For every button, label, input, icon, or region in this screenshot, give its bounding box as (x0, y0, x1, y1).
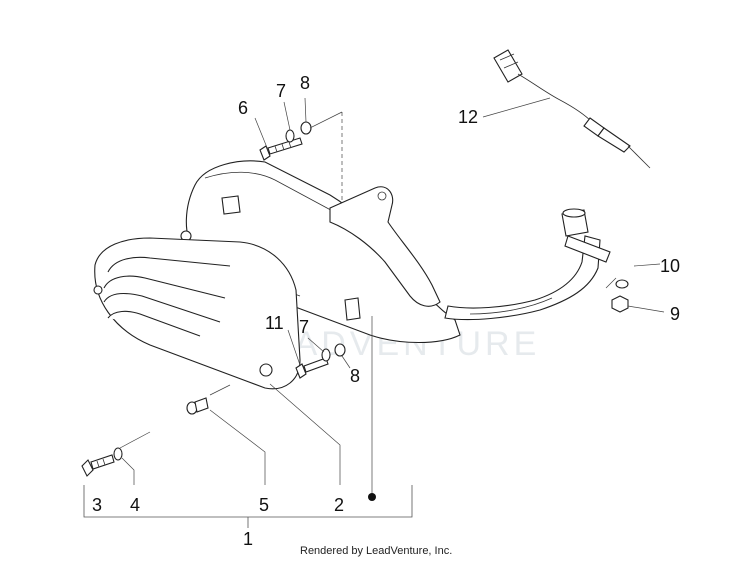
muffler-bracket (329, 186, 441, 307)
callout-2: 2 (334, 495, 344, 515)
callout-9: 9 (670, 304, 680, 324)
callout-11: 11 (265, 313, 284, 333)
muffler-body (180, 160, 461, 344)
assembly-bracket (83, 485, 413, 528)
callout-5: 5 (259, 495, 269, 515)
top-nut-8 (300, 121, 312, 135)
callout-12: 12 (458, 107, 478, 127)
nut-9 (611, 295, 629, 313)
reference-dot (368, 493, 376, 501)
bottom-washer-4 (113, 447, 123, 461)
callout-1: 1 (243, 529, 253, 549)
oxygen-sensor (493, 49, 651, 169)
heat-shield (93, 237, 301, 390)
exhaust-pipe (444, 208, 611, 321)
spacer-5 (186, 397, 209, 415)
callout-6: 6 (238, 98, 248, 118)
top-washer-7 (285, 129, 295, 143)
callout-8-middle: 8 (350, 366, 360, 386)
callout-labels: 1 2 3 4 5 6 7 8 11 7 8 9 10 12 (92, 73, 680, 549)
render-credit: Rendered by LeadVenture, Inc. (300, 545, 452, 557)
middle-nut-8 (334, 343, 346, 357)
top-bolt (259, 137, 303, 161)
callout-10: 10 (660, 256, 680, 276)
callout-4: 4 (130, 495, 140, 515)
middle-bolt (295, 357, 329, 379)
bottom-bolt (81, 454, 115, 477)
middle-washer-7 (321, 348, 331, 362)
callout-8-top: 8 (300, 73, 310, 93)
washer-10 (615, 279, 629, 289)
callout-3: 3 (92, 495, 102, 515)
callout-7-top: 7 (276, 81, 286, 101)
callout-7-middle: 7 (299, 317, 309, 337)
leader-lines (119, 97, 665, 495)
